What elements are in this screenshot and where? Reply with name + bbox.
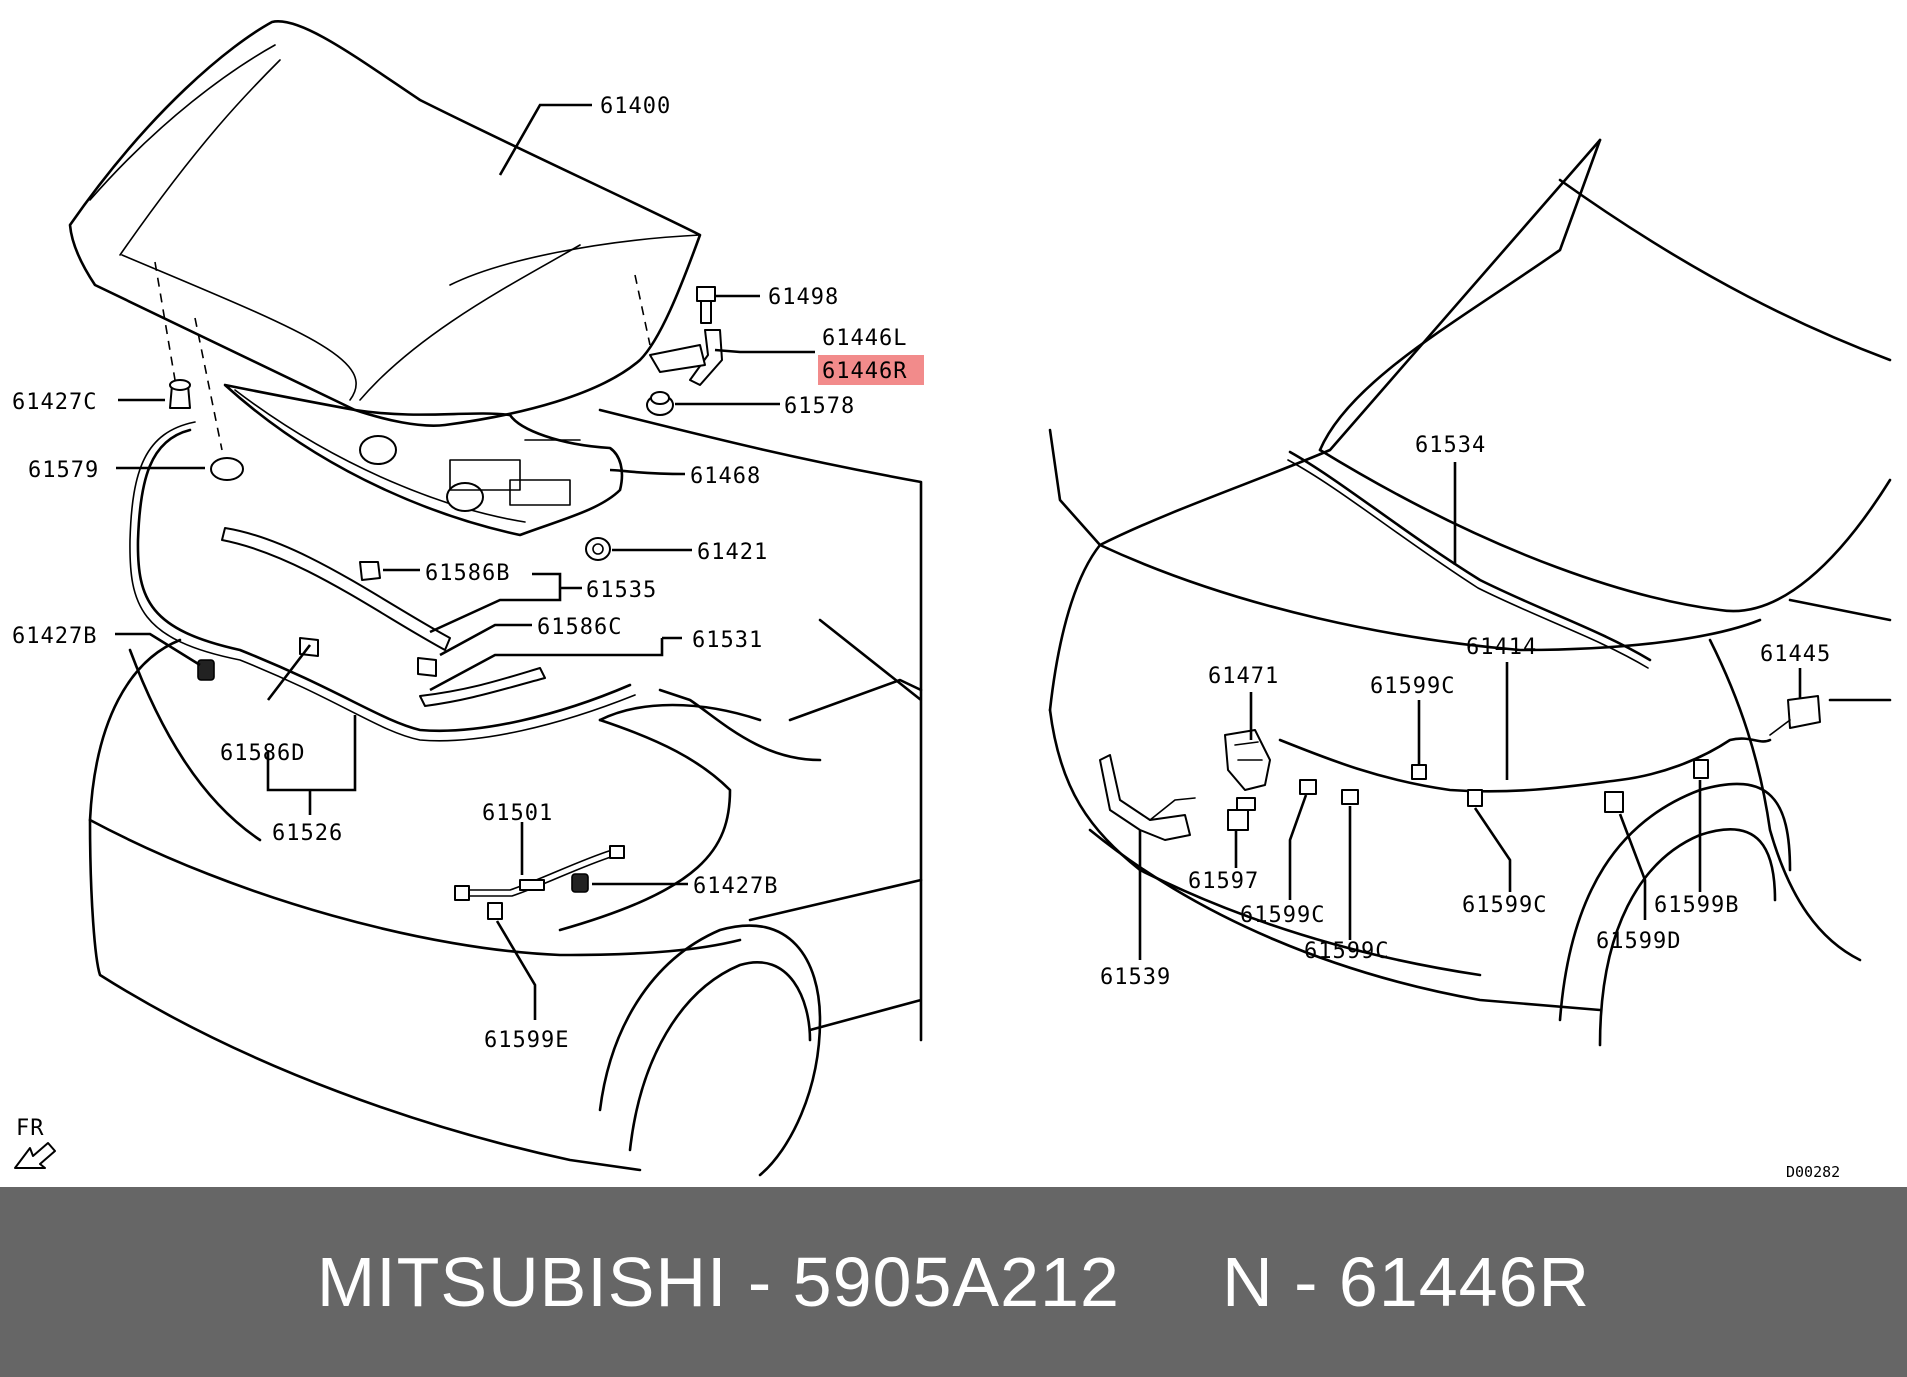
hood-panel — [68, 19, 702, 427]
left-view — [14, 19, 923, 1177]
cable-61414 — [1278, 737, 1772, 793]
part-61446-hinge — [649, 329, 723, 386]
part-61471-latch — [1224, 729, 1271, 791]
label-61414: 61414 — [1466, 635, 1537, 660]
label-61446L: 61446L — [822, 326, 907, 351]
part-61421-grommet — [585, 537, 611, 561]
label-61599C-left: 61599C — [1240, 903, 1325, 928]
part-61501-rod — [454, 845, 625, 901]
label-diagram-code: D00282 — [1786, 1163, 1840, 1181]
label-61599C-right: 61599C — [1462, 893, 1547, 918]
seal-61534 — [1288, 450, 1652, 662]
right-wheel-arch — [1558, 782, 1792, 1022]
label-61578: 61578 — [784, 394, 855, 419]
label-61534: 61534 — [1415, 433, 1486, 458]
part-61578-bumper — [646, 391, 674, 416]
right-view — [1048, 138, 1892, 1047]
hood-inner-frame — [223, 383, 624, 537]
label-61599E: 61599E — [484, 1028, 569, 1053]
label-61427C: 61427C — [12, 390, 97, 415]
label-61586D: 61586D — [220, 741, 305, 766]
label-61531: 61531 — [692, 628, 763, 653]
label-61599C-top: 61599C — [1370, 674, 1455, 699]
part-61599C-clip-left — [1299, 779, 1317, 795]
left-wheel-arch — [598, 924, 822, 1177]
part-61597-bolt — [1227, 797, 1256, 831]
label-61427B-top: 61427B — [12, 624, 97, 649]
seal-strip-61526 — [136, 428, 632, 733]
part-61599C-clip-right — [1467, 789, 1483, 807]
part-61586B-clip — [359, 561, 381, 581]
part-61498-bolt — [696, 286, 716, 324]
part-number-banner: MITSUBISHI - 5905A212 N - 61446R — [0, 1187, 1907, 1377]
label-61597: 61597 — [1188, 869, 1259, 894]
label-61539: 61539 — [1100, 965, 1171, 990]
label-61599C-mid: 61599C — [1304, 939, 1389, 964]
part-61599B-clip — [1693, 759, 1709, 779]
label-61599D: 61599D — [1596, 929, 1681, 954]
seal-61535 — [221, 527, 451, 651]
label-61400: 61400 — [600, 94, 671, 119]
right-car-body — [1048, 138, 1602, 712]
part-61599C-clip-top — [1411, 764, 1427, 780]
part-number-text: MITSUBISHI - 5905A212 N - 61446R — [316, 1243, 1591, 1321]
highlight-61446R — [818, 355, 924, 385]
part-61599D-clip — [1604, 791, 1624, 813]
label-61526: 61526 — [272, 821, 343, 846]
part-61579-plug — [210, 457, 244, 481]
part-61599C-clip-mid — [1341, 789, 1359, 805]
label-61421: 61421 — [697, 540, 768, 565]
seal-61531 — [419, 667, 546, 707]
front-direction-arrow — [14, 1142, 56, 1169]
label-61445: 61445 — [1760, 642, 1831, 667]
part-labels: 61400 61498 61446L 61446R 61578 61427C 6… — [12, 94, 1840, 1181]
left-car-body — [598, 408, 923, 1042]
label-61446R: 61446R — [822, 359, 907, 384]
label-61427B-bottom: 61427B — [693, 874, 778, 899]
label-61586B: 61586B — [425, 561, 510, 586]
label-61579: 61579 — [28, 458, 99, 483]
label-61501: 61501 — [482, 801, 553, 826]
label-61468: 61468 — [690, 464, 761, 489]
part-61445-bracket — [1769, 695, 1821, 736]
part-61599E-clip — [487, 902, 503, 920]
label-61586C: 61586C — [537, 615, 622, 640]
part-61427C-bumper — [169, 379, 191, 409]
leader-lines — [115, 103, 1802, 1020]
part-61427B-bumper-top — [197, 659, 215, 681]
label-front-direction: FR — [16, 1116, 45, 1141]
label-61535: 61535 — [586, 578, 657, 603]
label-61498: 61498 — [768, 285, 839, 310]
label-61471: 61471 — [1208, 664, 1279, 689]
label-61599B: 61599B — [1654, 893, 1739, 918]
part-61586C-clip — [417, 657, 437, 677]
part-61427B-bumper-bottom — [571, 873, 589, 893]
part-61539-bracket — [1099, 754, 1196, 841]
